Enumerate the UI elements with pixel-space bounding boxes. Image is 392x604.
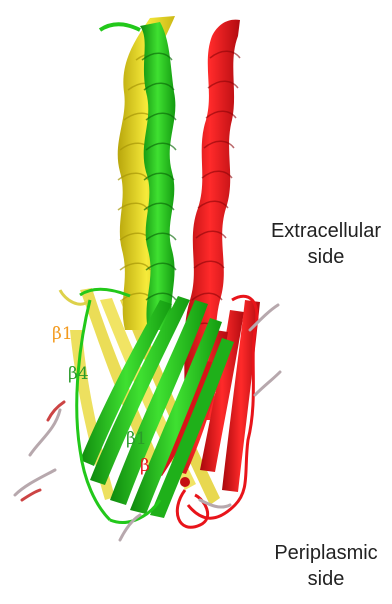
extracellular-side-label: Extracellular side	[260, 218, 392, 270]
periplasmic-side-label: Periplasmic side	[260, 540, 392, 592]
extracellular-label-line1: Extracellular	[260, 218, 392, 244]
periplasmic-label-line1: Periplasmic	[260, 540, 392, 566]
beta-label-green-mid: β1	[126, 429, 147, 449]
beta-label-green-left: β4	[68, 364, 89, 384]
beta-label-red: β	[140, 456, 150, 476]
beta-label-orange: β1	[52, 324, 73, 344]
extracellular-label-line2: side	[260, 244, 392, 270]
periplasmic-label-line2: side	[260, 566, 392, 592]
